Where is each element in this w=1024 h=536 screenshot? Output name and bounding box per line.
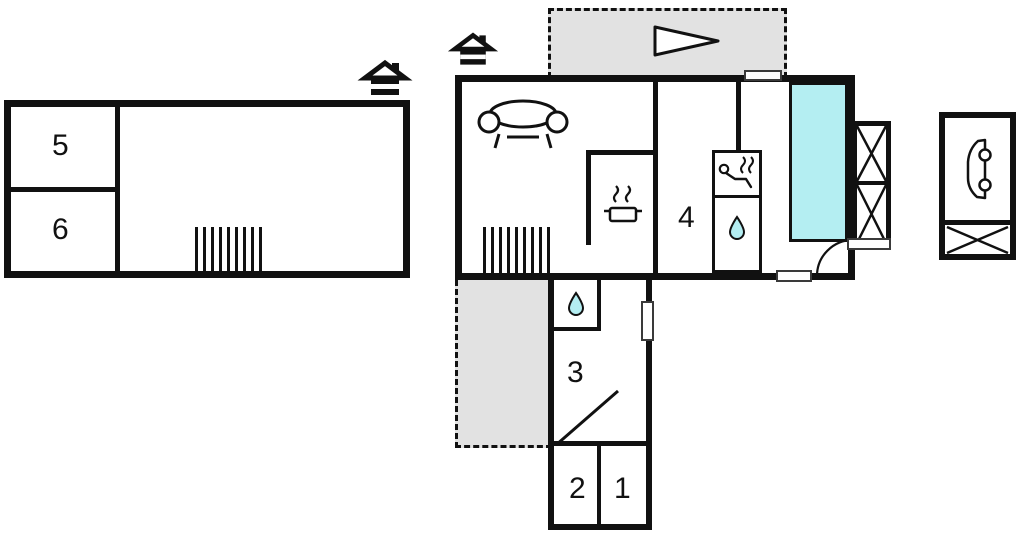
door-marker: [641, 301, 654, 341]
cross-icon: [946, 225, 1009, 255]
car-icon: [966, 138, 992, 200]
stairs-icon: [483, 227, 553, 273]
door-arc: [815, 238, 854, 277]
room6-label: 6: [52, 213, 69, 246]
wall: [646, 278, 652, 530]
cross-icon: [855, 125, 888, 182]
door-diagonal: [555, 389, 619, 447]
house-icon: [357, 59, 413, 95]
cross-icon: [855, 184, 888, 244]
wall: [548, 278, 554, 530]
sofa-icon: [477, 99, 569, 149]
wall: [944, 220, 1011, 225]
wall: [855, 181, 888, 185]
room2-label: 2: [569, 472, 586, 505]
house-icon: [447, 32, 499, 65]
terrace-bottom: [455, 280, 552, 448]
wall: [9, 187, 119, 192]
room1-label: 1: [614, 472, 631, 505]
wall: [597, 444, 601, 528]
wall: [736, 80, 741, 152]
water-area: [789, 82, 848, 242]
wall: [712, 195, 762, 198]
wall: [586, 150, 658, 155]
room5-label: 5: [52, 129, 69, 162]
carport-building: [939, 112, 1016, 260]
wall: [597, 280, 601, 330]
wall: [586, 150, 591, 245]
wall: [548, 441, 652, 446]
water-drop-icon: [728, 215, 746, 240]
sauna-icon: [718, 156, 754, 189]
door-marker: [776, 270, 812, 282]
stove-icon: [604, 185, 642, 223]
water-drop-icon: [567, 291, 585, 316]
wall: [552, 327, 601, 331]
door-marker: [847, 238, 891, 250]
stairs-icon: [195, 227, 266, 272]
room3-label: 3: [567, 356, 584, 389]
door-marker: [744, 70, 782, 81]
room4-label: 4: [678, 201, 695, 234]
wall: [653, 80, 658, 275]
direction-arrow-icon: [653, 25, 720, 57]
